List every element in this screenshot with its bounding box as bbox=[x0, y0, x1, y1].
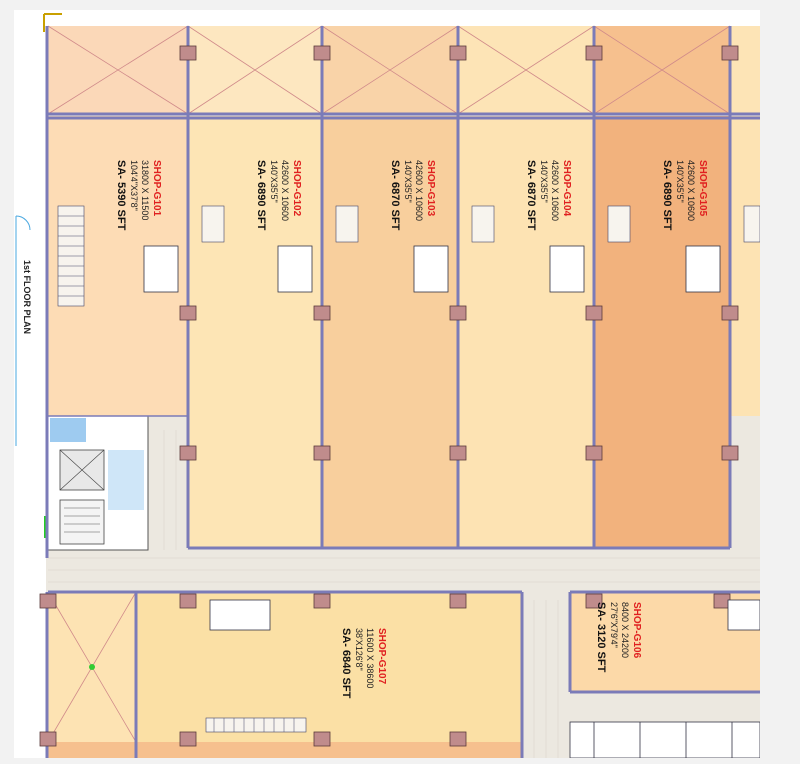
stairs bbox=[57, 205, 760, 733]
bottom-strip bbox=[48, 742, 522, 758]
shop-dim2: 140'X35'5" bbox=[403, 160, 413, 203]
shop-name: SHOP-G104 bbox=[561, 160, 572, 217]
shop-name: SHOP-G102 bbox=[291, 160, 302, 217]
shop-g102 bbox=[188, 116, 322, 548]
shop-dim2: 140'X35'5" bbox=[539, 160, 549, 203]
shop-dim1: 11600 X 38600 bbox=[365, 628, 375, 688]
shop-name: SHOP-G103 bbox=[425, 160, 436, 217]
shop-dim1: 42600 X 10600 bbox=[414, 160, 424, 221]
shop-dim2: 104'4"X37'8" bbox=[129, 160, 139, 211]
shop-dim2: 38'X126'8" bbox=[354, 628, 364, 671]
shop-g104 bbox=[458, 116, 594, 548]
shop-g103 bbox=[322, 116, 458, 548]
shop-name: SHOP-G105 bbox=[697, 160, 708, 217]
shop-dim2: 140'X35'5" bbox=[675, 160, 685, 203]
lift-core bbox=[44, 415, 149, 551]
top-bay-crosses bbox=[47, 25, 731, 115]
toilet-blocks bbox=[143, 245, 760, 631]
shop-area: SA- 3120 SFT bbox=[595, 602, 607, 673]
shop-dim2: 140'X35'5" bbox=[269, 160, 279, 203]
shop-dim1: 31800 X 11500 bbox=[140, 160, 150, 220]
walls bbox=[45, 26, 760, 758]
columns bbox=[39, 45, 739, 747]
shop-name: SHOP-G107 bbox=[376, 628, 387, 685]
top-bays bbox=[48, 26, 760, 114]
shop-rooms bbox=[48, 116, 760, 758]
shop-g-next bbox=[730, 116, 760, 416]
shop-g105 bbox=[594, 116, 730, 548]
shop-g107 bbox=[136, 592, 522, 742]
shop-area: SA- 6870 SFT bbox=[525, 160, 537, 231]
shop-dim1: 42600 X 10600 bbox=[550, 160, 560, 221]
shop-name: SHOP-G106 bbox=[631, 602, 642, 659]
corridor-tiles bbox=[48, 430, 760, 758]
shop-dim1: 8400 X 24200 bbox=[620, 602, 630, 658]
shop-area: SA- 6890 SFT bbox=[661, 160, 673, 231]
shop-area: SA- 5390 SFT bbox=[115, 160, 127, 231]
shop-dim1: 42600 X 10600 bbox=[280, 160, 290, 221]
shop-area: SA- 6840 SFT bbox=[340, 628, 352, 699]
shop-dim2: 27'6"X79'4" bbox=[609, 602, 619, 648]
floor-plan-title: 1st FLOOR PLAN bbox=[22, 260, 32, 334]
shop-name: SHOP-G101 bbox=[151, 160, 162, 217]
shop-area: SA- 6890 SFT bbox=[255, 160, 267, 231]
shop-area: SA- 6870 SFT bbox=[389, 160, 401, 231]
shop-dim1: 42600 X 10600 bbox=[686, 160, 696, 221]
